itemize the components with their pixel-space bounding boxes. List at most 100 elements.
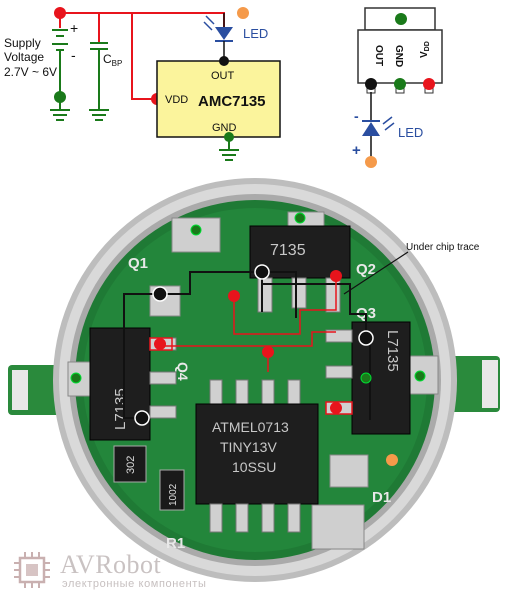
- watermark-subtitle: электронные компоненты: [62, 578, 207, 590]
- chip-ground-dot: [224, 132, 234, 142]
- amc7135-chip: [156, 60, 281, 138]
- package-pin-gnd: GND: [393, 45, 404, 67]
- chip-right-leg1: [325, 329, 353, 343]
- package-led-ray-2: [384, 122, 395, 131]
- red-box-left-chip: [149, 337, 173, 351]
- mcu-label-3: 10SSU: [232, 459, 276, 475]
- package-tab-dot: [395, 13, 407, 25]
- watermark: AVRobot электронные компоненты: [14, 548, 314, 592]
- marker-red-3: [154, 338, 166, 350]
- chip-left-leg2: [149, 371, 177, 385]
- package-dot-vdd: [423, 78, 435, 90]
- marker-green-4: [414, 370, 426, 382]
- marker-black-top: [254, 264, 270, 280]
- package-dot-out: [365, 78, 377, 90]
- resistor-1002-label: 1002: [168, 483, 179, 506]
- pcb-tab-right-pad: [482, 360, 498, 408]
- package-pin-vdd: VDD: [419, 41, 431, 58]
- annotation-under-chip-trace: Under chip trace: [406, 242, 480, 253]
- package-minus: -: [354, 108, 359, 124]
- red-trace-main: [160, 331, 336, 347]
- mcu-leg-top-4: [287, 379, 301, 407]
- pad-d1: [329, 454, 369, 488]
- ground-symbol-battery: [50, 109, 70, 121]
- mcu-leg-bottom-3: [261, 503, 275, 533]
- mcu-label-2: TINY13V: [220, 439, 277, 455]
- marker-green-1: [190, 224, 202, 236]
- package-plus: +: [352, 142, 361, 159]
- black-trace-right: [261, 272, 367, 338]
- mcu-label-1: ATMEL0713: [212, 419, 289, 435]
- battery-plus: +: [70, 20, 78, 36]
- mcu-leg-top-2: [235, 379, 249, 407]
- red-trace-upper: [233, 276, 337, 335]
- chip-7135-left-label: L7135: [112, 388, 129, 430]
- resistor-302: [113, 445, 147, 483]
- marker-black-left-low: [134, 410, 150, 426]
- out-pin-dot: [219, 56, 229, 66]
- mcu-chip: [195, 403, 319, 505]
- mcu-leg-bottom-1: [209, 503, 223, 533]
- led-ray-2: [205, 15, 215, 25]
- watermark-chip-icon: [14, 552, 50, 588]
- watermark-title: AVRobot: [60, 550, 162, 579]
- chip-pin-gnd: GND: [212, 122, 237, 134]
- package-body: [357, 29, 443, 84]
- chip-left-leg3: [149, 405, 177, 419]
- package-dot-gnd: [394, 78, 406, 90]
- chip-pin-vdd: VDD: [165, 94, 188, 106]
- mcu-leg-top-3: [261, 379, 275, 407]
- pad-bottom-right: [311, 504, 365, 550]
- supply-label-line1: Supply: [4, 36, 41, 50]
- led-triangle: [215, 27, 233, 40]
- marker-red-1: [228, 290, 240, 302]
- chip-7135-right-label: L7135: [384, 330, 401, 372]
- black-trace-left: [123, 293, 160, 419]
- pcb-tab-left-pad: [12, 370, 28, 410]
- chip-7135-top-leg2: [291, 277, 307, 309]
- label-r1: R1: [166, 535, 185, 552]
- pcb-board: 7135 L7135 L7135 ATMEL0713 TINY13V 10SSU…: [8, 178, 500, 582]
- annotation-leader: [343, 251, 409, 295]
- capacitor-label: CBP: [103, 52, 122, 68]
- ground-symbol-chip: [219, 149, 239, 161]
- led-ray-1: [203, 21, 213, 31]
- marker-red-4: [262, 346, 274, 358]
- package-led-ray-1: [382, 116, 393, 125]
- vdd-feed-wire: [131, 13, 157, 100]
- marker-black-q1: [152, 286, 168, 302]
- black-trace-top: [160, 271, 263, 312]
- node-dot-orange-led: [237, 7, 249, 19]
- chip-7135-top-label: 7135: [270, 242, 306, 259]
- marker-orange-led: [386, 454, 398, 466]
- ground-symbol-capacitor: [89, 109, 109, 121]
- marker-red-2: [330, 270, 342, 282]
- label-d1: D1: [372, 489, 391, 506]
- package-pinout: OUT GND VDD LED - +: [352, 7, 443, 168]
- chip-pin-out: OUT: [211, 70, 235, 82]
- top-red-wire: [60, 12, 225, 27]
- schematic: + - CBP Supply Voltage 2.7V ~ 6V LED: [4, 7, 281, 161]
- resistor-1002: [159, 469, 185, 511]
- node-dot-green-1: [54, 91, 66, 103]
- led-label: LED: [243, 26, 268, 41]
- mcu-leg-top-1: [209, 379, 223, 407]
- package-led-label: LED: [398, 125, 423, 140]
- battery-symbol: [52, 29, 68, 51]
- label-q1: Q1: [128, 255, 148, 272]
- resistor-302-label: 302: [125, 456, 137, 474]
- node-dot-red-1: [54, 7, 66, 19]
- package-pin-out: OUT: [373, 45, 384, 66]
- marker-green-2: [294, 212, 306, 224]
- chip-name: AMC7135: [198, 93, 266, 110]
- label-q4: Q4: [175, 362, 191, 381]
- marker-red-5: [330, 402, 342, 414]
- red-box-right-chip: [325, 401, 353, 415]
- supply-label-line2: Voltage: [4, 50, 44, 64]
- package-dot-orange: [365, 156, 377, 168]
- black-trace-mid: [262, 271, 297, 318]
- label-q2: Q2: [356, 261, 376, 278]
- mcu-leg-bottom-4: [287, 503, 301, 533]
- battery-minus: -: [71, 47, 76, 63]
